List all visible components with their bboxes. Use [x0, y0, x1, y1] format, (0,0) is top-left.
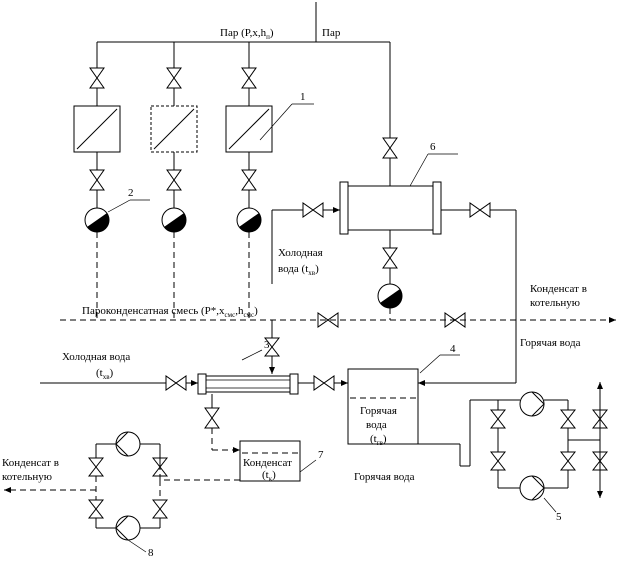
callout-1: 1 [300, 91, 306, 103]
steam-condensate-mixture-line [60, 312, 616, 328]
trap-drain-lines [96, 232, 250, 318]
label-cold-water-1-line1: Холодная [278, 247, 323, 259]
callout-leaders [107, 103, 557, 553]
heater-chain-3 [225, 67, 273, 233]
label-mixture: Пароконденсатная смесь (P*,xсмс,hсмс) [82, 305, 258, 319]
heat-exchanger-3 [197, 320, 348, 453]
label-hot-water-bottom: Горячая вода [354, 471, 415, 483]
heater-chain-2 [150, 67, 198, 233]
labels: Пар (P,x,hп) Пар Холодная вода (tхв) Пар… [2, 27, 587, 483]
label-tank-line1: Горячая [360, 405, 397, 417]
callout-3: 3 [264, 339, 270, 351]
condensate-tank-7 [160, 440, 301, 482]
callout-2: 2 [128, 187, 134, 199]
label-tank-line3: (tгв) [370, 433, 387, 447]
label-condensate-tank-1: Конденсат [243, 457, 292, 469]
callout-5: 5 [556, 511, 562, 523]
heat-exchanger-6 [339, 137, 516, 320]
label-tank-line2: вода [366, 419, 387, 431]
label-steam-header: Пар (P,x,hп) [220, 27, 274, 41]
callout-7: 7 [318, 449, 324, 461]
label-cold-water-1-line2: вода (tхв) [278, 263, 319, 277]
callout-6: 6 [430, 141, 436, 153]
label-condensate-tank-2: (tк) [262, 469, 276, 483]
callout-numbers: 1 2 3 4 5 6 7 8 [128, 91, 562, 559]
hot-water-tank-4 [347, 368, 470, 467]
hot-water-to-tank [418, 210, 517, 386]
label-condensate-boiler-left-2: котельную [2, 471, 52, 483]
label-cold-water-2-line2: (tхв) [96, 367, 114, 381]
cold-water-to-exchanger-3 [40, 375, 198, 391]
callout-8: 8 [148, 547, 154, 559]
label-condensate-boiler-right-2: котельную [530, 297, 580, 309]
cold-water-to-exchanger-6 [271, 202, 340, 284]
label-condensate-boiler-left-1: Конденсат в [2, 457, 59, 469]
pump-station-5 [469, 382, 609, 501]
label-condensate-boiler-right-1: Конденсат в [530, 283, 587, 295]
steam-header [96, 2, 391, 138]
label-steam-right: Пар [322, 27, 341, 39]
label-cold-water-2-line1: Холодная вода [62, 351, 130, 363]
pump-station-8 [3, 431, 169, 541]
label-hot-water-right: Горячая вода [520, 337, 581, 349]
callout-4: 4 [450, 343, 456, 355]
heater-chain-1 [73, 67, 121, 233]
